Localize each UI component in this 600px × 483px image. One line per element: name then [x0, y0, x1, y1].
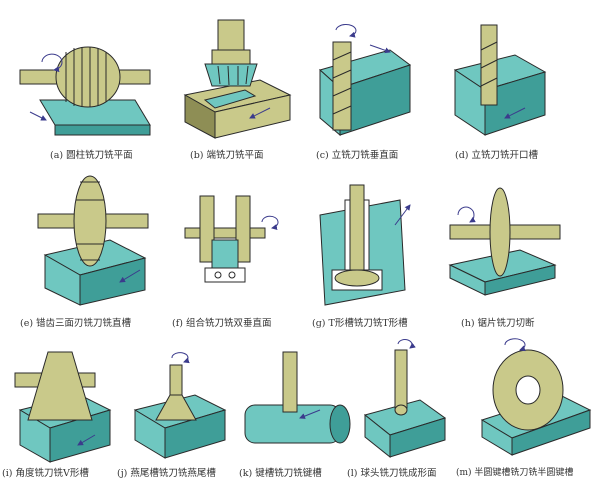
panel-h-illustration	[448, 187, 561, 296]
caption-i: (i) 角度铣刀铣V形槽	[2, 468, 89, 479]
panel-k-illustration	[244, 351, 351, 444]
panel-m-illustration	[480, 338, 592, 456]
caption-e: (e) 错齿三面刃铣刀铣直槽	[20, 318, 132, 329]
panel-c-illustration	[318, 24, 412, 137]
panel-e-illustration	[37, 175, 149, 306]
caption-a: (a) 圆柱铣刀铣平面	[50, 150, 133, 161]
caption-h: (h) 锯片铣刀切断	[461, 318, 535, 329]
caption-g: (g) T形槽铣刀铣T形槽	[312, 318, 408, 329]
panel-a-illustration	[19, 46, 151, 136]
panel-j-illustration	[133, 352, 227, 459]
caption-m: (m) 半圆键槽铣刀铣半圆键槽	[456, 468, 574, 478]
caption-k: (k) 键槽铣刀铣键槽	[239, 468, 322, 479]
caption-c: (c) 立铣刀铣垂直面	[316, 150, 399, 161]
caption-j: (j) 燕尾槽铣刀铣燕尾槽	[117, 468, 216, 479]
panel-b-illustration	[183, 19, 292, 139]
caption-l: (l) 球头铣刀铣成形面	[347, 468, 437, 479]
panel-i-illustration	[14, 351, 112, 463]
panel-f-illustration	[184, 195, 279, 283]
caption-f: (f) 组合铣刀铣双垂直面	[172, 318, 272, 329]
caption-d: (d) 立铣刀铣开口槽	[455, 150, 539, 161]
panel-l-illustration	[363, 339, 447, 459]
panel-g-illustration	[319, 184, 411, 306]
caption-b: (b) 端铣刀铣平面	[190, 150, 264, 161]
panel-d-illustration	[453, 24, 547, 136]
